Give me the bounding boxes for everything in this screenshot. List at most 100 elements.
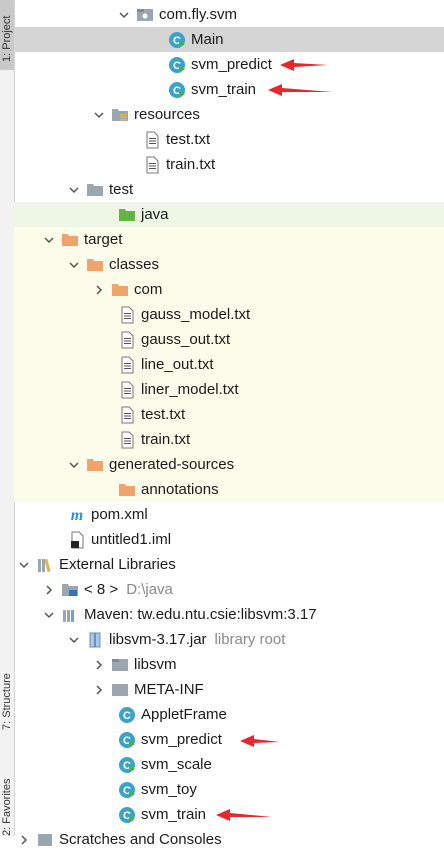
tree-node-generated-sources[interactable]: generated-sources bbox=[14, 452, 444, 477]
tree-node-file[interactable]: line_out.txt bbox=[14, 352, 444, 377]
chevron-down-icon[interactable] bbox=[68, 259, 80, 271]
tab-structure-label[interactable]: 7: Structure bbox=[1, 673, 13, 730]
tree-node-classes[interactable]: classes bbox=[14, 252, 444, 277]
chevron-down-icon[interactable] bbox=[93, 109, 105, 121]
jar-icon bbox=[86, 631, 104, 649]
tree-node-compiled-class[interactable]: C AppletFrame bbox=[14, 702, 444, 727]
tree-node-test-folder[interactable]: test bbox=[14, 177, 444, 202]
svg-text:C: C bbox=[123, 710, 131, 722]
chevron-down-icon[interactable] bbox=[18, 559, 30, 571]
tree-node-label: gauss_out.txt bbox=[141, 331, 231, 348]
svg-text:C: C bbox=[123, 810, 131, 822]
chevron-down-icon[interactable] bbox=[68, 184, 80, 196]
excluded-folder-icon bbox=[118, 481, 136, 499]
tree-node-pom[interactable]: m pom.xml bbox=[14, 502, 444, 527]
red-arrow-icon bbox=[240, 735, 280, 747]
tree-node-resources[interactable]: resources bbox=[14, 102, 444, 127]
chevron-right-icon[interactable] bbox=[93, 659, 105, 671]
red-arrow-icon bbox=[268, 84, 332, 96]
library-icon bbox=[61, 606, 79, 624]
tree-node-jdk[interactable]: < 8 > D:\java bbox=[14, 577, 444, 602]
chevron-down-icon[interactable] bbox=[118, 9, 130, 21]
tree-node-main-class[interactable]: C Main bbox=[14, 27, 444, 52]
text-file-icon bbox=[143, 131, 161, 149]
tree-node-libsvm-package[interactable]: libsvm bbox=[14, 652, 444, 677]
tree-node-external-libraries[interactable]: External Libraries bbox=[14, 552, 444, 577]
tree-node-label: Main bbox=[191, 31, 224, 48]
tree-node-file[interactable]: train.txt bbox=[14, 427, 444, 452]
tree-node-label: test.txt bbox=[166, 131, 211, 148]
tree-node-label: test.txt bbox=[141, 406, 186, 423]
tree-node-label: AppletFrame bbox=[141, 706, 227, 723]
tree-node-label: pom.xml bbox=[91, 506, 148, 523]
tree-node-label: svm_scale bbox=[141, 756, 212, 773]
tree-node-label: java bbox=[141, 206, 169, 223]
chevron-right-icon[interactable] bbox=[43, 584, 55, 596]
tree-node-label: libsvm bbox=[134, 656, 177, 673]
tree-node-test-java[interactable]: java bbox=[14, 202, 444, 227]
tree-node-label: resources bbox=[134, 106, 200, 123]
tree-node-compiled-class[interactable]: C svm_predict bbox=[14, 727, 444, 752]
chevron-down-icon[interactable] bbox=[43, 609, 55, 621]
maven-icon: m bbox=[68, 506, 86, 524]
tree-node-com[interactable]: com bbox=[14, 277, 444, 302]
tree-node-label: Maven: tw.edu.ntu.csie:libsvm:3.17 bbox=[84, 606, 317, 623]
chevron-down-icon[interactable] bbox=[43, 234, 55, 246]
tree-node-compiled-class[interactable]: C svm_train bbox=[14, 802, 444, 827]
chevron-down-icon[interactable] bbox=[68, 459, 80, 471]
tree-node-label: libsvm-3.17.jar bbox=[109, 631, 207, 648]
svg-text:C: C bbox=[173, 85, 181, 97]
scratches-icon bbox=[36, 831, 54, 849]
svg-text:m: m bbox=[71, 507, 83, 524]
tree-node-jar[interactable]: libsvm-3.17.jar library root bbox=[14, 627, 444, 652]
compiled-class-icon: C bbox=[118, 706, 136, 724]
tab-project[interactable] bbox=[0, 0, 14, 70]
tree-node-file[interactable]: gauss_out.txt bbox=[14, 327, 444, 352]
tree-node-scratches[interactable]: Scratches and Consoles bbox=[14, 827, 444, 852]
excluded-folder-icon bbox=[61, 231, 79, 249]
libraries-icon bbox=[36, 556, 54, 574]
compiled-class-icon: C bbox=[118, 756, 136, 774]
tree-node-label: test bbox=[109, 181, 134, 198]
chevron-down-icon[interactable] bbox=[68, 634, 80, 646]
tree-node-file[interactable]: test.txt bbox=[14, 402, 444, 427]
tree-node-file[interactable]: gauss_model.txt bbox=[14, 302, 444, 327]
tree-node-target[interactable]: target bbox=[14, 227, 444, 252]
compiled-class-icon: C bbox=[118, 806, 136, 824]
text-file-icon bbox=[143, 156, 161, 174]
tree-node-svm-predict[interactable]: C svm_predict bbox=[14, 52, 444, 77]
svg-text:C: C bbox=[123, 760, 131, 772]
tab-favorites-label[interactable]: 2: Favorites bbox=[1, 778, 13, 836]
tree-node-label: line_out.txt bbox=[141, 356, 214, 373]
tree-node-svm-train[interactable]: C svm_train bbox=[14, 77, 444, 102]
java-class-icon: C bbox=[168, 56, 186, 74]
tree-node-iml[interactable]: untitled1.iml bbox=[14, 527, 444, 552]
tree-node-label: svm_predict bbox=[191, 56, 272, 73]
tree-node-label: com bbox=[134, 281, 163, 298]
resources-folder-icon bbox=[111, 106, 129, 124]
text-file-icon bbox=[118, 381, 136, 399]
tree-node-package[interactable]: com.fly.svm bbox=[14, 2, 444, 27]
tree-node-compiled-class[interactable]: C svm_toy bbox=[14, 777, 444, 802]
tree-node-label: svm_train bbox=[141, 806, 207, 823]
chevron-right-icon[interactable] bbox=[93, 284, 105, 296]
red-arrow-icon bbox=[280, 59, 328, 71]
folder-icon bbox=[86, 181, 104, 199]
tree-node-file[interactable]: liner_model.txt bbox=[14, 377, 444, 402]
chevron-right-icon[interactable] bbox=[18, 834, 30, 846]
compiled-class-icon: C bbox=[118, 731, 136, 749]
chevron-right-icon[interactable] bbox=[93, 684, 105, 696]
tree-node-label: liner_model.txt bbox=[141, 381, 239, 398]
package-icon bbox=[111, 656, 129, 674]
tree-node-compiled-class[interactable]: C svm_scale bbox=[14, 752, 444, 777]
java-class-icon: C bbox=[168, 31, 186, 49]
tree-node-meta-inf[interactable]: META-INF bbox=[14, 677, 444, 702]
tree-node-label: classes bbox=[109, 256, 160, 273]
tree-node-file[interactable]: test.txt bbox=[14, 127, 444, 152]
tab-project-label[interactable]: 1: Project bbox=[1, 15, 13, 62]
tree-node-annotations[interactable]: annotations bbox=[14, 477, 444, 502]
text-file-icon bbox=[118, 406, 136, 424]
tree-node-file[interactable]: train.txt bbox=[14, 152, 444, 177]
tree-node-label: svm_toy bbox=[141, 781, 197, 798]
tree-node-maven-library[interactable]: Maven: tw.edu.ntu.csie:libsvm:3.17 bbox=[14, 602, 444, 627]
